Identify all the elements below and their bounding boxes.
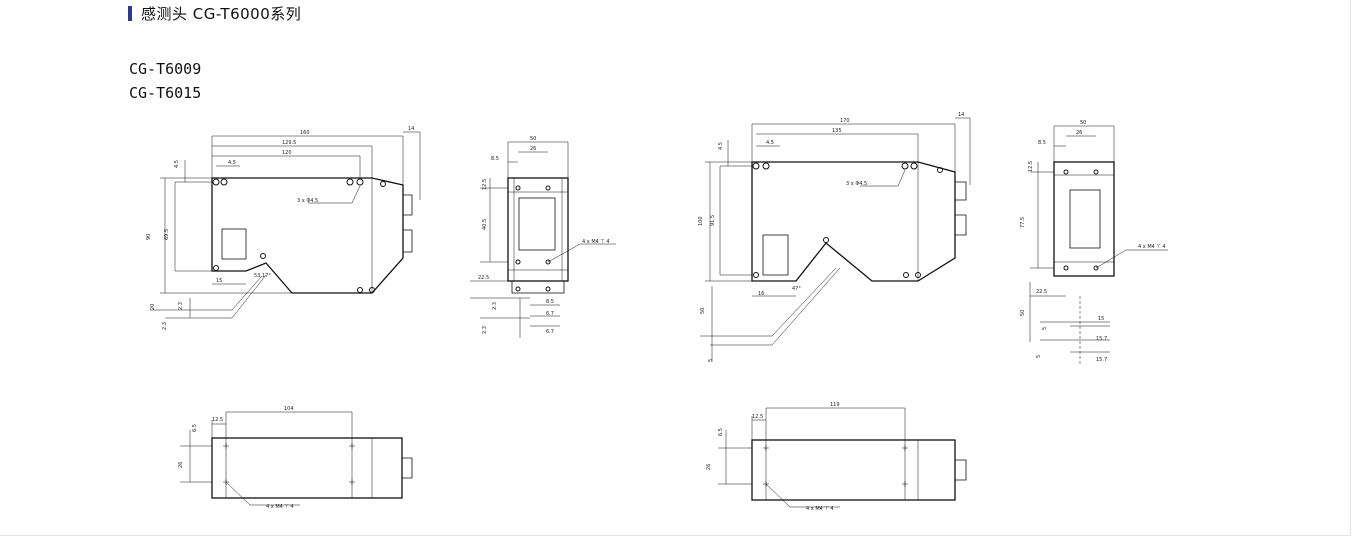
drawing-2-side-body — [1053, 161, 1115, 277]
header-accent-bar — [128, 5, 132, 21]
d1-side-dim-6-7-a: 6.7 — [546, 311, 554, 317]
d2-dim-4-5-top: 4.5 — [766, 140, 774, 146]
d2-dim-5: 5 — [708, 359, 714, 362]
d2-side-dim-5-a: 5 — [1042, 327, 1048, 330]
model-label-cg-t6009: CG-T6009 — [129, 60, 202, 78]
d2-side-note: 4 x M4 ⊤ 4 — [1138, 244, 1166, 250]
d1-side-dim-12-5: 12.5 — [482, 179, 488, 190]
drawing-2-front-view — [700, 117, 971, 362]
d1-hole-note: 3 x Φ4.5 — [297, 198, 318, 204]
d1-dim-4-5-side: 4.5 — [174, 160, 180, 168]
d2-side-dim-8-5: 8.5 — [1038, 140, 1046, 146]
d2-top-dim-26: 26 — [706, 464, 712, 470]
d1-dim-20: 20 — [150, 304, 156, 310]
d2-side-dim-15: 15 — [1098, 316, 1104, 322]
d1-side-dim-8-5-b: 8.5 — [546, 299, 554, 305]
d2-dim-16: 16 — [758, 291, 764, 297]
d2-dim-angle: 47° — [792, 286, 801, 292]
drawing-1-front-view — [150, 131, 421, 319]
drawing-2-top-view — [718, 407, 967, 508]
d1-dim-14: 14 — [408, 126, 414, 132]
d1-dim-height: 90 — [146, 234, 152, 240]
d2-side-dim-26: 26 — [1076, 130, 1082, 136]
d2-side-dim-50: 50 — [1020, 310, 1026, 316]
d2-top-dim-119: 119 — [830, 402, 840, 408]
d2-top-note: 4 x M4 ⊤ 4 — [806, 506, 834, 512]
d1-top-dim-6-5: 6.5 — [192, 424, 198, 432]
d1-side-dim-2-3-b: 2.3 — [482, 326, 488, 334]
d1-side-dim-50: 50 — [530, 136, 536, 142]
d2-side-dim-5-b: 5 — [1036, 355, 1042, 358]
d1-side-dim-8-5: 8.5 — [491, 156, 499, 162]
d1-side-dim-26: 26 — [530, 146, 536, 152]
d2-side-dim-77-5: 77.5 — [1020, 217, 1026, 228]
d1-dim-hole-height: 69.5 — [164, 229, 170, 240]
drawing-2-front-body — [751, 161, 956, 282]
drawing-1-top-body — [211, 437, 403, 499]
d2-top-dim-6-5: 6.5 — [718, 428, 724, 436]
d1-top-dim-26: 26 — [178, 462, 184, 468]
drawing-2-top-body — [751, 439, 956, 501]
d1-dim-15: 15 — [216, 278, 222, 284]
d1-side-dim-40-5: 40.5 — [482, 219, 488, 230]
drawing-2-side-window — [1069, 189, 1101, 249]
d1-dim-4-5-top: 4.5 — [228, 160, 236, 166]
drawing-1-top-view — [180, 411, 413, 506]
d1-top-dim-12-5: 12.5 — [212, 417, 223, 423]
d1-top-note: 4 x M4 ⊤ 4 — [266, 504, 294, 510]
drawing-1-front-body — [211, 177, 404, 294]
d1-side-dim-22-5: 22.5 — [478, 275, 489, 281]
d1-dim-angle: 53.17° — [254, 273, 271, 279]
drawing-1-side-view — [470, 141, 616, 338]
d1-dim-2-3-a: 2.3 — [178, 302, 184, 310]
d1-dim-hole-span: 129.5 — [282, 140, 296, 146]
d2-dim-50: 50 — [700, 308, 706, 314]
d1-top-dim-104: 104 — [284, 406, 294, 412]
d1-dim-2-3-b: 2.3 — [162, 322, 168, 330]
d2-dim-overall-length: 170 — [840, 118, 850, 124]
d2-dim-hole-height: 91.5 — [710, 215, 716, 226]
d2-side-dim-15-7-a: 15.7 — [1096, 336, 1107, 342]
drawing-1-side-body — [507, 177, 569, 282]
d1-dim-120: 120 — [282, 150, 292, 156]
d1-dim-overall-length: 160 — [300, 130, 310, 136]
d2-side-dim-50: 50 — [1080, 120, 1086, 126]
drawing-2-front-window — [762, 234, 789, 276]
d2-dim-4-5-side: 4.5 — [718, 142, 724, 150]
model-label-cg-t6015: CG-T6015 — [129, 84, 202, 102]
page-title: 感测头 CG-T6000系列 — [141, 4, 302, 23]
d2-dim-hole-span: 135 — [832, 128, 842, 134]
drawing-1-side-window — [518, 197, 556, 251]
d2-side-dim-12-5: 12.5 — [1028, 161, 1034, 172]
d2-side-dim-22-5: 22.5 — [1036, 289, 1047, 295]
d1-side-dim-6-7-b: 6.7 — [546, 329, 554, 335]
d2-top-dim-12-5: 12.5 — [752, 414, 763, 420]
d2-dim-height: 100 — [698, 216, 704, 226]
drawing-2-side-view — [1029, 125, 1168, 365]
section-header: 感测头 CG-T6000系列 — [128, 2, 301, 24]
drawing-1-front-window — [221, 228, 247, 260]
d2-dim-14: 14 — [958, 112, 964, 118]
d1-side-dim-2-3-a: 2.3 — [492, 302, 498, 310]
d1-side-note: 4 x M4 ⊤ 4 — [582, 239, 610, 245]
d2-hole-note: 3 x Φ4.5 — [846, 181, 867, 187]
d2-side-dim-15-7-b: 15.7 — [1096, 357, 1107, 363]
